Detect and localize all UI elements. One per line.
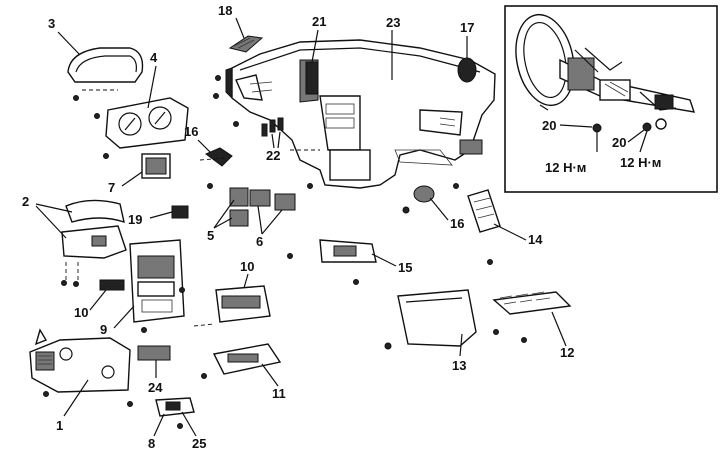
instrument-panel-23: 23 — [225, 15, 496, 189]
part-21-vent: 21 — [305, 14, 326, 95]
part-13-glove-box: 13 — [384, 289, 477, 373]
column-switch-body — [567, 57, 595, 91]
part-7-switch: 7 — [108, 153, 171, 195]
part-12-lid: 12 — [492, 291, 574, 360]
part-10-left: 10 — [74, 279, 125, 320]
part-10-radio: 10 — [215, 259, 271, 323]
callout-16-lower: 16 — [450, 216, 464, 231]
callout-20-left: 20 — [542, 118, 556, 133]
callout-15: 15 — [398, 260, 412, 275]
part-11-bracket: 11 — [201, 343, 286, 401]
callout-10-left: 10 — [74, 305, 88, 320]
callout-13: 13 — [452, 358, 466, 373]
bolt-20-left — [592, 123, 602, 133]
part-2-column-cover: 2 — [22, 194, 127, 287]
part-19-switch: 19 — [128, 205, 189, 227]
callout-24: 24 — [148, 380, 163, 395]
callout-16-upper: 16 — [184, 124, 198, 139]
part-18-clip: 18 — [218, 3, 264, 53]
part-16-lower-knob: 16 — [402, 185, 464, 231]
callout-1: 1 — [56, 418, 63, 433]
callout-6: 6 — [256, 234, 263, 249]
torque-right: 12 Н·м — [620, 155, 661, 170]
callout-14: 14 — [528, 232, 543, 247]
callout-19: 19 — [128, 212, 142, 227]
part-3-meter-hood: 3 — [48, 16, 144, 101]
callout-9: 9 — [100, 322, 107, 337]
part-24-switch: 24 — [137, 345, 171, 395]
callout-20-right: 20 — [612, 135, 626, 150]
part-8-switch: 8 25 — [148, 397, 206, 451]
callout-17: 17 — [460, 20, 474, 35]
callout-11: 11 — [272, 386, 286, 401]
callout-18: 18 — [218, 3, 232, 18]
callout-5: 5 — [207, 228, 214, 243]
part-1-lower-panel: 1 — [29, 328, 133, 433]
callout-4: 4 — [150, 50, 158, 65]
steering-column-inset: 20 20 12 Н·м 12 Н·м — [504, 5, 718, 193]
callout-25: 25 — [192, 436, 206, 451]
dashboard-body — [231, 39, 496, 189]
callout-21: 21 — [312, 14, 326, 29]
part-6-vents: 6 — [249, 189, 296, 249]
part-9-center-panel: 9 — [100, 239, 185, 337]
callout-12: 12 — [560, 345, 574, 360]
callout-22: 22 — [266, 148, 280, 163]
part-4-instrument-cluster: 4 — [94, 50, 189, 159]
nut-right — [655, 118, 667, 130]
column-mount — [654, 94, 674, 110]
part-15-bracket: 15 — [287, 239, 412, 285]
callout-7: 7 — [108, 180, 115, 195]
callout-23: 23 — [386, 15, 400, 30]
callout-2: 2 — [22, 194, 29, 209]
fasteners — [141, 75, 459, 333]
callout-10-right: 10 — [240, 259, 254, 274]
steering-wheel — [515, 13, 575, 107]
steering-wheel-inner — [523, 21, 567, 99]
part-22-bolts: 22 — [261, 117, 284, 163]
callout-8: 8 — [148, 436, 155, 451]
part-5-vents: 5 — [207, 187, 249, 243]
torque-left: 12 Н·м — [545, 160, 586, 175]
part-14-side-panel: 14 — [467, 189, 543, 265]
center-console-cavity — [329, 149, 371, 181]
callout-3: 3 — [48, 16, 55, 31]
part-17-tweeter: 17 — [457, 20, 477, 83]
part-16-upper-switch: 16 — [184, 124, 233, 167]
bolt-20-right — [642, 122, 652, 132]
